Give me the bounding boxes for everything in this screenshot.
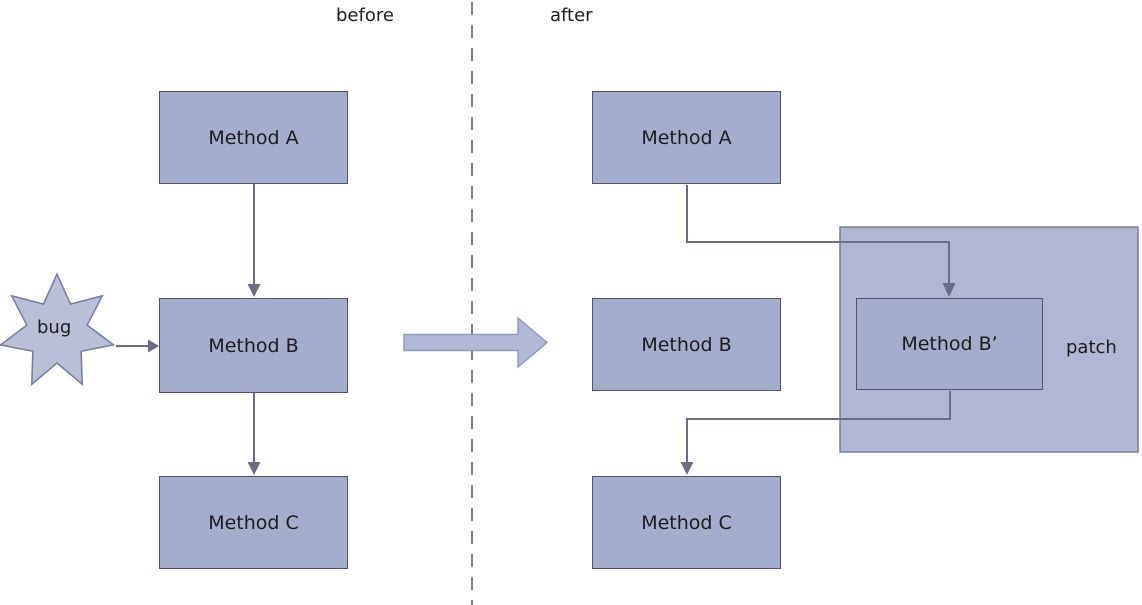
method-b-prime-box-after: Method B’ <box>856 298 1043 390</box>
edge-bug-to-method-b <box>116 339 159 353</box>
arrowhead-icon <box>247 462 261 475</box>
edge-method-b-to-c-before <box>247 393 261 475</box>
edge-method-a-to-b-prime-after <box>686 185 956 297</box>
bug-label: bug <box>37 317 72 338</box>
method-c-box-before: Method C <box>159 476 348 569</box>
edge-method-a-to-b-before <box>247 184 261 297</box>
method-b-box-before: Method B <box>159 298 348 393</box>
arrowhead-icon <box>680 462 694 475</box>
method-b-box-after: Method B <box>592 298 781 391</box>
method-c-box-after: Method C <box>592 476 781 569</box>
arrowhead-icon <box>247 284 261 297</box>
patch-label: patch <box>1066 337 1117 358</box>
arrowhead-icon <box>148 339 159 353</box>
arrowhead-icon <box>942 283 956 297</box>
bug-star-icon <box>0 272 116 386</box>
before-section-label: before <box>336 5 394 26</box>
after-section-label: after <box>550 5 593 26</box>
transition-arrow-icon <box>403 316 549 369</box>
method-a-box-before: Method A <box>159 91 348 184</box>
method-a-box-after: Method A <box>592 91 781 184</box>
edge-method-b-prime-to-c-after <box>680 391 951 475</box>
